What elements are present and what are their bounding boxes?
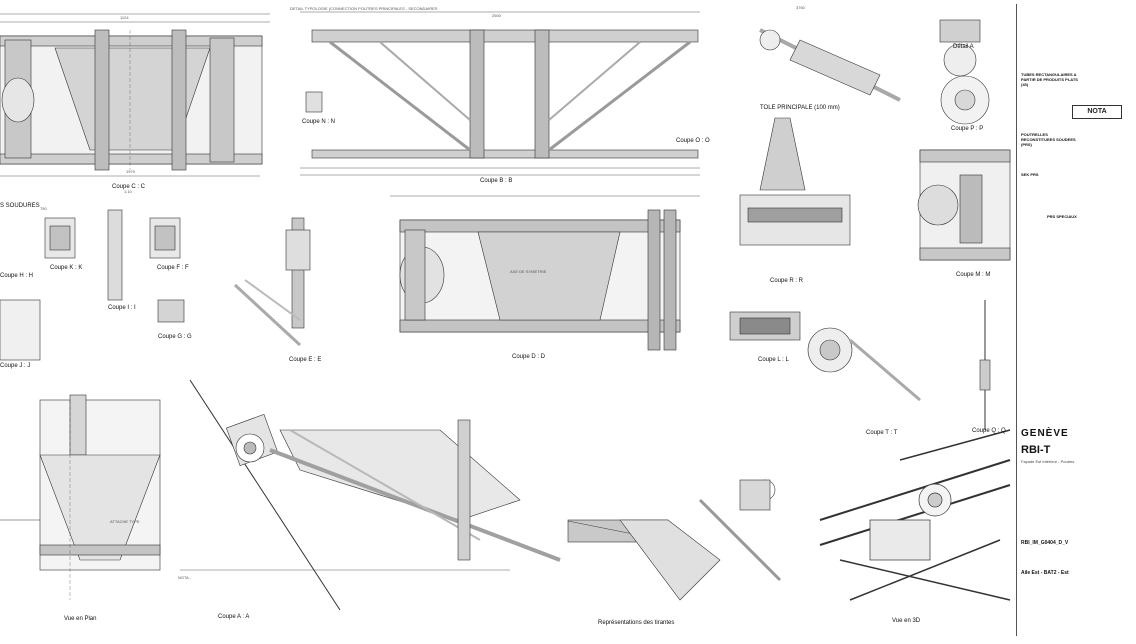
prs-speciaux-label: PRS SPECIAUX — [1047, 214, 1077, 219]
coupe-ee-drawing — [233, 217, 311, 347]
coupe-aa-drawing — [180, 379, 561, 611]
vue-3d-label: Vue en 3D — [892, 618, 921, 624]
coupe-tt-label: Coupe T : T — [866, 430, 898, 436]
coupe-jj-label: Coupe J : J — [0, 363, 31, 369]
representations-label: Représentations des tirantes — [598, 620, 675, 626]
coupe-qq-label: Coupe Q : Q — [972, 428, 1006, 434]
poutrelles-title: POUTRELLES RECONSTITUEES SOUDEES (PRS) — [1021, 132, 1076, 147]
coupe-oo-label: Coupe O : O — [676, 138, 710, 144]
detail-top-right — [759, 19, 990, 125]
sek-prs-label: SEK PRS — [1021, 172, 1039, 177]
coupe-pp-label: Coupe P : P — [951, 126, 984, 132]
coupe-kk-label: Coupe K : K — [50, 265, 83, 271]
project-subtitle: Façade Est Intérieur - Poutres — [1021, 459, 1075, 464]
dim-4: 3760 — [796, 5, 805, 10]
nota-label: NOTA : — [178, 575, 191, 580]
dim-5: 750 — [40, 206, 47, 211]
tole-label: TOLE PRINCIPALE (100 mm) — [760, 105, 840, 111]
header-top-label: DETAIL TYPOLOGIE (CONNECTION POUTRES PRI… — [290, 6, 438, 11]
coupe-rr-label: Coupe R : R — [770, 278, 804, 284]
coupe-mm-label: Coupe M : M — [956, 272, 991, 278]
soudures-label: S SOUDURES — [0, 203, 40, 209]
axe-symetrie-label: AXE DE SYMETRIE — [510, 269, 547, 274]
scale-label: 1:10 — [124, 189, 132, 194]
dim-2: 2500 — [492, 13, 501, 18]
coupe-aa-label: Coupe A : A — [218, 614, 250, 620]
coupe-gg-label: Coupe G : G — [158, 334, 192, 340]
brand-logo: GENÈVE — [1021, 428, 1069, 439]
coupe-cc-drawing — [0, 13, 270, 177]
coupe-ll-label: Coupe L : L — [758, 357, 789, 363]
coupe-dd-label: Coupe D : D — [512, 354, 546, 360]
drawing-code: RBI_IM_G0404_D_V — [1021, 540, 1069, 546]
coupe-ee-label: Coupe E : E — [289, 357, 322, 363]
coupe-ii-label: Coupe I : I — [108, 305, 136, 311]
coupe-ll-drawing — [729, 300, 991, 430]
attache-type-label: ATTACHE TYPE — [110, 519, 140, 524]
vue-3d-drawing — [819, 429, 1011, 601]
coupe-bb-drawing — [300, 11, 700, 176]
coupe-ff-label: Coupe F : F — [157, 265, 189, 271]
tirantes-drawing — [567, 479, 782, 601]
coupe-cc-label: Coupe C : C — [112, 184, 146, 190]
coupe-dd-drawing — [390, 195, 700, 351]
vue-plan-label: Vue en Plan — [64, 616, 97, 622]
nota-box: NOTA — [1072, 105, 1122, 119]
coupe-hh-label: Coupe H : H — [0, 273, 34, 279]
zone-label: Aile Est - BAT2 - Est — [1021, 570, 1069, 576]
project-code: RBI-T — [1021, 444, 1051, 456]
welded-sections — [0, 209, 185, 361]
coupe-nn-label: Coupe N : N — [302, 119, 336, 125]
dim-3: 1979 — [126, 169, 135, 174]
coupe-bb-label: Coupe B : B — [480, 178, 513, 184]
coupe-mm-drawing — [739, 117, 1011, 261]
vue-plan-drawing — [0, 394, 161, 600]
dim-1: 1124 — [120, 15, 129, 20]
tubes-title: TUBES RECTANGULAIRES A PARTIR DE PRODUIT… — [1021, 72, 1078, 87]
detail-a-label: Détail A — [953, 44, 974, 50]
title-block: TUBES RECTANGULAIRES A PARTIR DE PRODUIT… — [1016, 4, 1135, 636]
